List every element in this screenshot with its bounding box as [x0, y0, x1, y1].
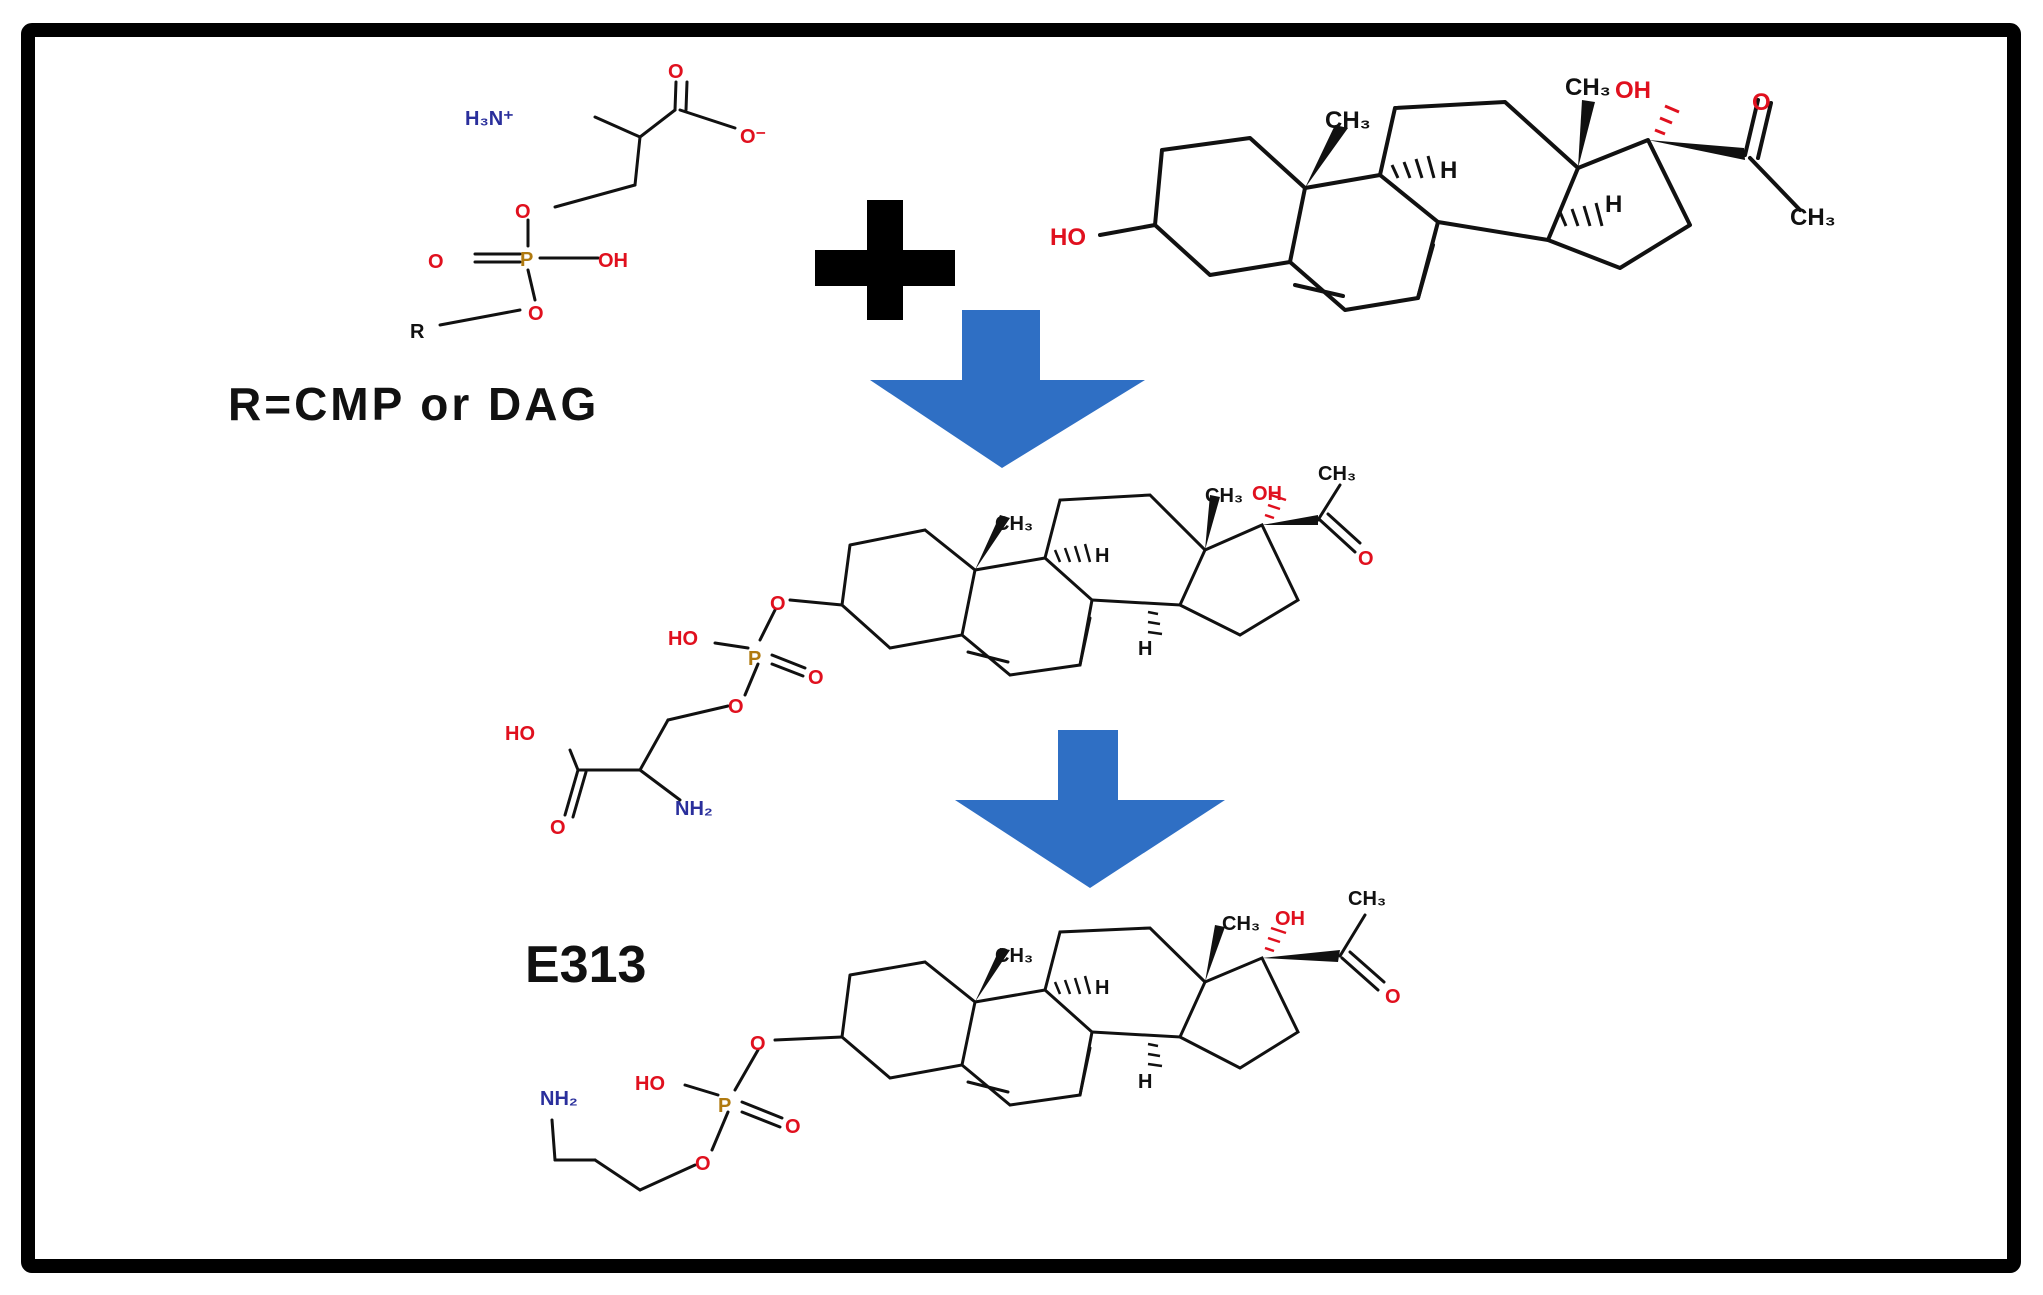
- product-ch3-acetyl: CH₃: [1348, 888, 1386, 910]
- steroid1-ch3-c10: CH₃: [1325, 107, 1371, 134]
- atom-h3n: H₃N⁺: [465, 108, 514, 130]
- plus-icon: [815, 200, 955, 320]
- product-h-c14: H: [1138, 1071, 1152, 1093]
- product-ch3-c13: CH₃: [1222, 913, 1260, 935]
- intermediate-o-double: O: [808, 667, 824, 689]
- intermediate-ho-acid: HO: [505, 723, 535, 745]
- intermediate-ch3-acetyl: CH₃: [1318, 463, 1356, 485]
- intermediate-nh2: NH₂: [675, 798, 713, 820]
- product-o-link: O: [695, 1153, 711, 1175]
- down-arrow-icon: [955, 730, 1225, 888]
- atom-r: R: [410, 321, 425, 343]
- intermediate-ho-p: HO: [668, 628, 698, 650]
- product-ch3-c10: CH₃: [995, 945, 1033, 967]
- intermediate-o-acetyl: O: [1358, 548, 1374, 570]
- intermediate-ch3-c13: CH₃: [1205, 485, 1243, 507]
- intermediate-steroid: O HO P O O HO O NH₂ CH₃ CH₃ OH CH₃ O H H: [505, 463, 1374, 839]
- steroid1-ho: HO: [1050, 224, 1086, 251]
- intermediate-o-acid: O: [550, 817, 566, 839]
- steroid1-h-c9: H: [1440, 157, 1457, 184]
- product-h-c9: H: [1095, 977, 1109, 999]
- product-p: P: [718, 1095, 731, 1117]
- steroid1-h-c14: H: [1605, 191, 1622, 218]
- product-e313: O HO P O O NH₂ CH₃ CH₃ OH CH₃ O H H: [540, 888, 1401, 1192]
- intermediate-h-c9: H: [1095, 545, 1109, 567]
- intermediate-p: P: [748, 648, 761, 670]
- steroid1-ch3-c13: CH₃: [1565, 74, 1611, 101]
- product-oh: OH: [1275, 908, 1305, 930]
- intermediate-o-ester: O: [770, 593, 786, 615]
- steroid1-oh: OH: [1615, 77, 1651, 104]
- product-name-label: E313: [525, 936, 646, 994]
- frame-border: [21, 23, 2021, 1273]
- steroid1-ch3-acetyl: CH₃: [1790, 204, 1836, 231]
- atom-o-minus: O⁻: [740, 126, 766, 148]
- product-o-double: O: [785, 1116, 801, 1138]
- reactant-steroid: HO CH₃ CH₃ OH H H O CH₃: [1050, 74, 1836, 312]
- intermediate-ch3-c10: CH₃: [995, 513, 1033, 535]
- atom-o-r: O: [528, 303, 544, 325]
- intermediate-o-link: O: [728, 696, 744, 718]
- steroid1-o-acetyl: O: [1752, 89, 1771, 116]
- intermediate-oh: OH: [1252, 483, 1282, 505]
- product-ho-p: HO: [635, 1073, 665, 1095]
- atom-o-ester: O: [515, 201, 531, 223]
- product-o-ester: O: [750, 1033, 766, 1055]
- atom-p: P: [520, 249, 533, 271]
- atom-o-double: O: [428, 251, 444, 273]
- atom-o-carbonyl: O: [668, 61, 684, 83]
- product-o-acetyl: O: [1385, 986, 1401, 1008]
- intermediate-h-c14: H: [1138, 638, 1152, 660]
- atom-oh: OH: [598, 250, 628, 272]
- reactant-phosphoserine: H₃N⁺ O O⁻ O O P OH O R: [410, 61, 766, 343]
- r-definition-label: R=CMP or DAG: [228, 378, 599, 430]
- down-arrow-icon: [870, 310, 1145, 468]
- product-nh2: NH₂: [540, 1088, 578, 1110]
